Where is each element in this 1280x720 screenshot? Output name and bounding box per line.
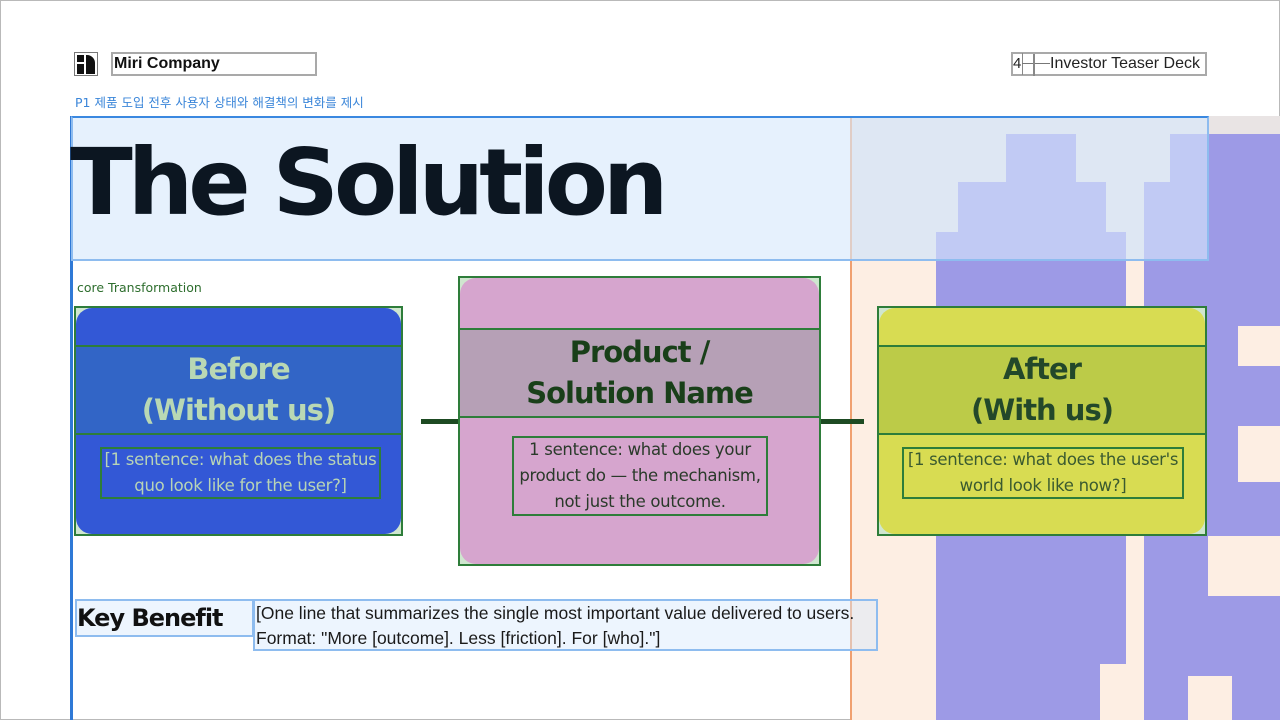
before-card-title[interactable]: Before (Without us) [74,345,403,435]
header-separator-line [1022,63,1050,64]
after-card[interactable]: After (With us) [1 sentence: what does t… [877,306,1207,536]
connector-before-product [421,419,485,424]
company-name[interactable]: Miri Company [111,52,317,76]
product-card-fill [460,278,819,564]
product-card[interactable]: Product / Solution Name 1 sentence: what… [458,276,821,566]
header-separator-tick [1033,54,1035,76]
key-benefit-text[interactable]: [One line that summarizes the single mos… [253,599,878,651]
product-card-title[interactable]: Product / Solution Name [458,328,821,418]
title-band[interactable] [71,116,1209,261]
after-title-line2: (With us) [971,393,1114,427]
key-benefit-label[interactable]: Key Benefit [75,599,254,637]
before-title-line1: Before [187,352,290,386]
left-accent-rule [70,116,73,720]
company-logo-icon [74,52,98,76]
deck-title[interactable]: Investor Teaser Deck [1050,55,1200,72]
section-label[interactable]: core Transformation [77,280,202,295]
page-title[interactable]: The Solution [70,129,668,236]
page-number: 4 [1013,53,1023,75]
after-card-title[interactable]: After (With us) [877,345,1207,435]
after-title-line1: After [1003,352,1082,386]
slide-subtitle[interactable]: P1 제품 도입 전후 사용자 상태와 해결책의 변화를 제시 [75,95,364,110]
product-title-line2: Solution Name [526,376,754,410]
deck-title-box [1011,52,1207,76]
product-card-description[interactable]: 1 sentence: what does your product do — … [512,436,768,516]
before-card[interactable]: Before (Without us) [1 sentence: what do… [74,306,403,536]
before-card-description[interactable]: [1 sentence: what does the status quo lo… [100,447,381,499]
product-title-line1: Product / [569,335,711,369]
after-card-description[interactable]: [1 sentence: what does the user's world … [902,447,1184,499]
connector-product-after [800,419,864,424]
before-title-line2: (Without us) [141,393,336,427]
